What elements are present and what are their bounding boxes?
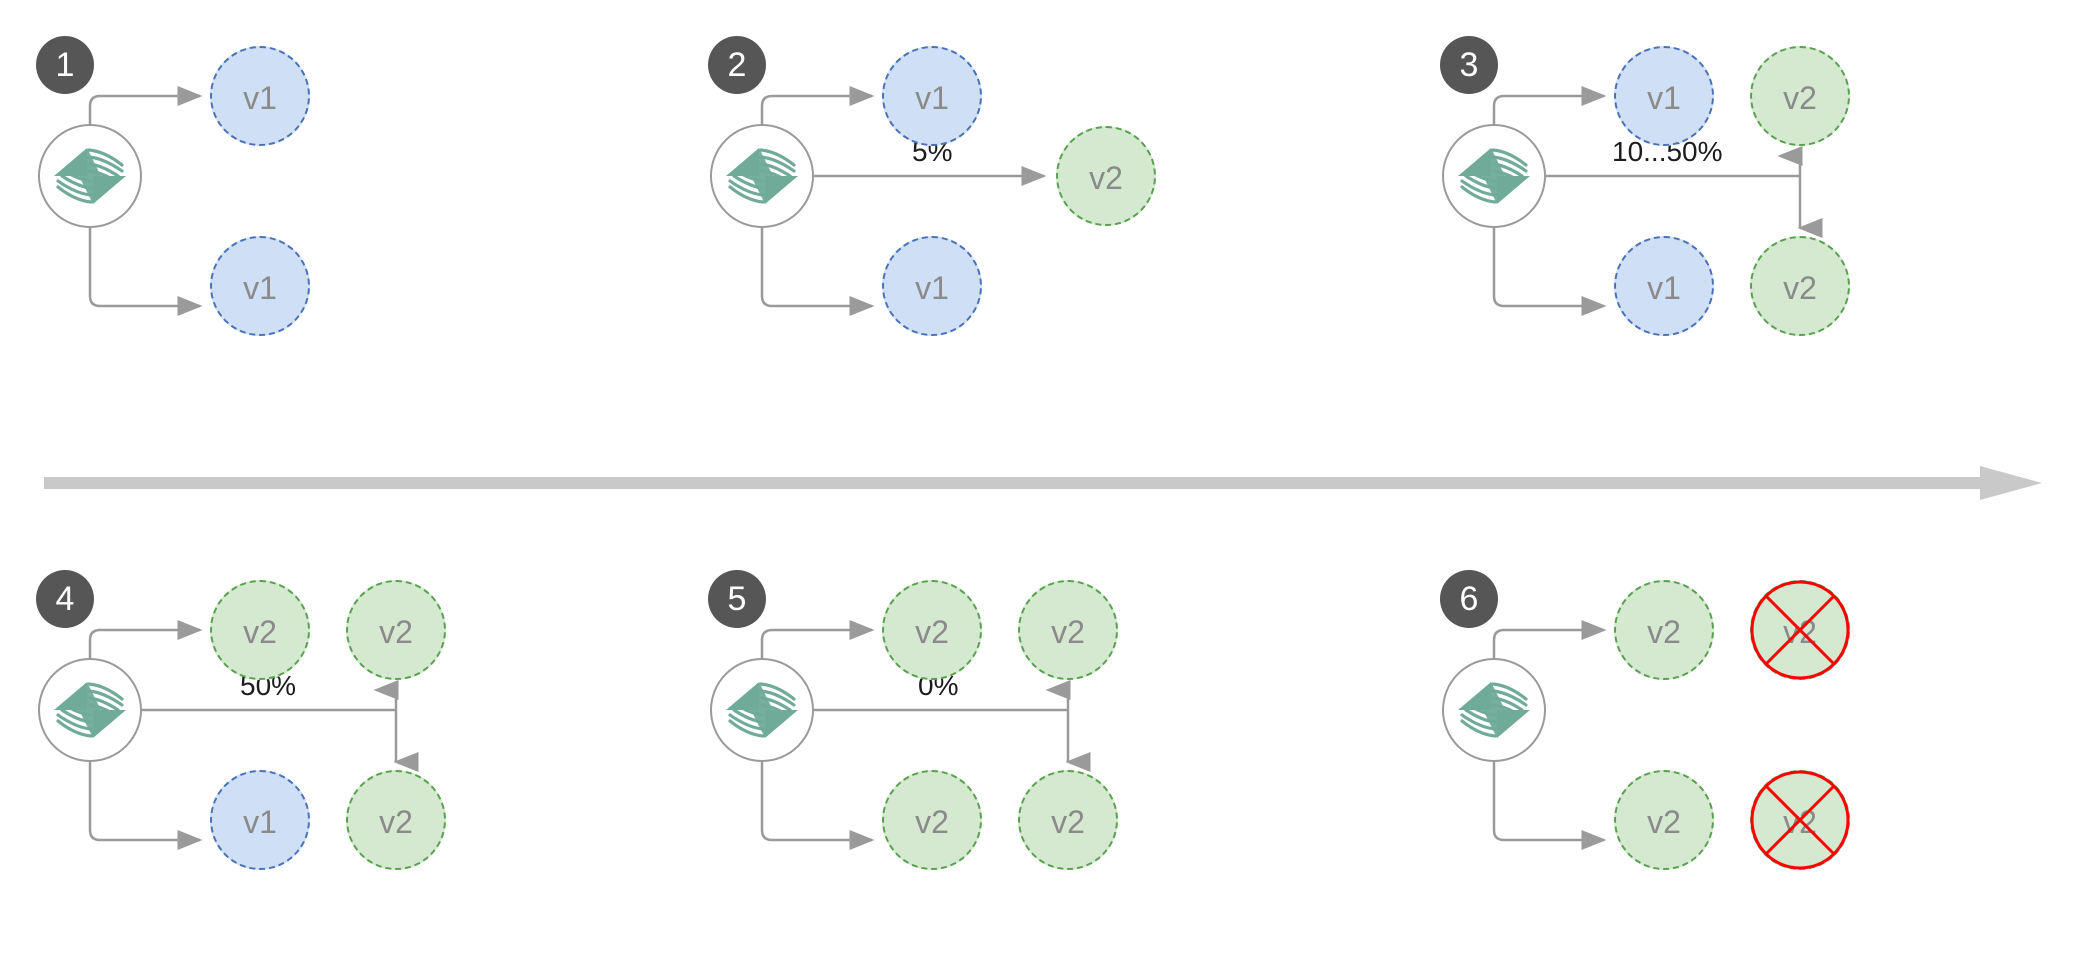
version-node-v1[interactable]: v1 bbox=[882, 236, 982, 336]
node-label: v2 bbox=[915, 614, 949, 650]
linkerd-hub-icon bbox=[38, 124, 142, 228]
step-panel-3: 3 bbox=[1432, 18, 2086, 418]
version-node-v2[interactable]: v2 bbox=[346, 580, 446, 680]
node-label: v1 bbox=[243, 80, 277, 116]
node-label: v2 bbox=[1647, 804, 1681, 840]
node-label: v2 bbox=[1647, 614, 1681, 650]
version-node-v2-retired[interactable]: v2 bbox=[1750, 580, 1850, 680]
step-panel-6: 6 bbox=[1432, 552, 2086, 952]
step-panel-5: 5 bbox=[700, 552, 1360, 952]
version-node-v1[interactable]: v1 bbox=[210, 236, 310, 336]
version-node-v2[interactable]: v2 bbox=[1056, 126, 1156, 226]
version-node-v2[interactable]: v2 bbox=[882, 770, 982, 870]
node-label: v2 bbox=[379, 614, 413, 650]
step-6-connectors bbox=[1492, 620, 1607, 850]
node-label: v1 bbox=[915, 80, 949, 116]
version-node-v2[interactable]: v2 bbox=[1750, 46, 1850, 146]
node-label: v1 bbox=[1647, 270, 1681, 306]
version-node-v2[interactable]: v2 bbox=[346, 770, 446, 870]
step-2-connectors bbox=[760, 86, 1047, 316]
node-label: v2 bbox=[243, 614, 277, 650]
node-label: v2 bbox=[1783, 804, 1817, 840]
version-node-v1[interactable]: v1 bbox=[210, 770, 310, 870]
step-1-connectors bbox=[88, 86, 203, 316]
node-label: v2 bbox=[1051, 614, 1085, 650]
timeline-arrow-icon bbox=[44, 466, 2042, 500]
version-node-v2[interactable]: v2 bbox=[210, 580, 310, 680]
node-label: v2 bbox=[1783, 614, 1817, 650]
node-label: v1 bbox=[243, 804, 277, 840]
node-label: v2 bbox=[379, 804, 413, 840]
linkerd-logo-icon bbox=[726, 682, 798, 738]
linkerd-hub-icon bbox=[1442, 124, 1546, 228]
step-3-connectors bbox=[1492, 86, 1823, 316]
node-label: v2 bbox=[1783, 270, 1817, 306]
node-label: v2 bbox=[1089, 160, 1123, 196]
node-label: v2 bbox=[1051, 804, 1085, 840]
step-4-connectors bbox=[88, 620, 419, 850]
step-number-badge: 2 bbox=[708, 36, 766, 94]
version-node-v2[interactable]: v2 bbox=[1614, 580, 1714, 680]
linkerd-logo-icon bbox=[54, 682, 126, 738]
version-node-v2-retired[interactable]: v2 bbox=[1750, 770, 1850, 870]
linkerd-hub-icon bbox=[1442, 658, 1546, 762]
version-node-v1[interactable]: v1 bbox=[882, 46, 982, 146]
node-label: v1 bbox=[915, 270, 949, 306]
linkerd-hub-icon bbox=[38, 658, 142, 762]
step-number-badge: 5 bbox=[708, 570, 766, 628]
step-number-badge: 4 bbox=[36, 570, 94, 628]
step-panel-1: 1 bbox=[28, 18, 688, 418]
step-number-badge: 6 bbox=[1440, 570, 1498, 628]
step-panel-4: 4 bbox=[28, 552, 688, 952]
node-label: v2 bbox=[915, 804, 949, 840]
step-number-badge: 3 bbox=[1440, 36, 1498, 94]
version-node-v1[interactable]: v1 bbox=[1614, 46, 1714, 146]
step-panel-2: 2 bbox=[700, 18, 1360, 418]
linkerd-hub-icon bbox=[710, 658, 814, 762]
linkerd-logo-icon bbox=[726, 148, 798, 204]
node-label: v1 bbox=[1647, 80, 1681, 116]
version-node-v1[interactable]: v1 bbox=[210, 46, 310, 146]
step-5-connectors bbox=[760, 620, 1091, 850]
node-label: v2 bbox=[1783, 80, 1817, 116]
step-number-badge: 1 bbox=[36, 36, 94, 94]
linkerd-logo-icon bbox=[1458, 682, 1530, 738]
linkerd-logo-icon bbox=[54, 148, 126, 204]
version-node-v2[interactable]: v2 bbox=[1018, 770, 1118, 870]
linkerd-logo-icon bbox=[1458, 148, 1530, 204]
linkerd-hub-icon bbox=[710, 124, 814, 228]
version-node-v2[interactable]: v2 bbox=[1750, 236, 1850, 336]
version-node-v2[interactable]: v2 bbox=[1614, 770, 1714, 870]
version-node-v2[interactable]: v2 bbox=[1018, 580, 1118, 680]
node-label: v1 bbox=[243, 270, 277, 306]
version-node-v1[interactable]: v1 bbox=[1614, 236, 1714, 336]
version-node-v2[interactable]: v2 bbox=[882, 580, 982, 680]
